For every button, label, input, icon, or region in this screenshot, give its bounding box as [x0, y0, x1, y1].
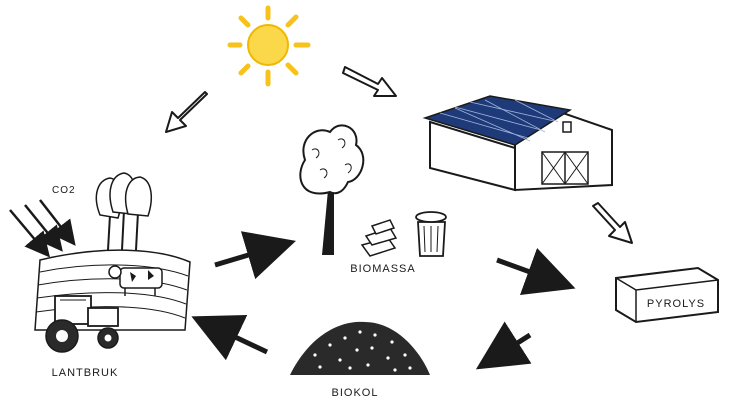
arrow-biomassa-to-pyrolys-icon	[496, 247, 576, 295]
arrow-sun-to-farm-icon	[165, 91, 208, 133]
biokol-label: BIOKOL	[332, 387, 379, 399]
tree-icon	[299, 124, 365, 255]
biomassa-label: BIOMASSA	[350, 263, 415, 275]
tractor-icon	[45, 295, 119, 353]
biochar-pile-icon	[290, 321, 430, 375]
farm-scene-icon	[9, 172, 191, 353]
pyrolys-box	[615, 266, 719, 324]
arrow-biokol-to-farm-icon	[191, 315, 269, 361]
lantbruk-label: LANTBRUK	[52, 367, 119, 379]
arrow-farm-to-biomassa-icon	[214, 231, 296, 280]
sun-icon	[227, 5, 311, 87]
co2-label: CO2	[52, 185, 76, 196]
co2-arrows-icon	[9, 199, 76, 258]
wood-pile-icon	[360, 219, 398, 257]
trash-bin-icon	[415, 211, 447, 257]
pyrolys-label: PYROLYS	[647, 298, 705, 310]
poplar-trees-icon	[95, 172, 153, 251]
barn-with-solar-panels-icon	[422, 95, 613, 192]
arrow-pyrolys-to-biokol-icon	[475, 321, 532, 370]
arrow-barn-to-pyrolys-icon	[592, 202, 633, 244]
arrow-sun-to-barn-icon	[342, 66, 397, 97]
cow-icon	[108, 265, 163, 296]
